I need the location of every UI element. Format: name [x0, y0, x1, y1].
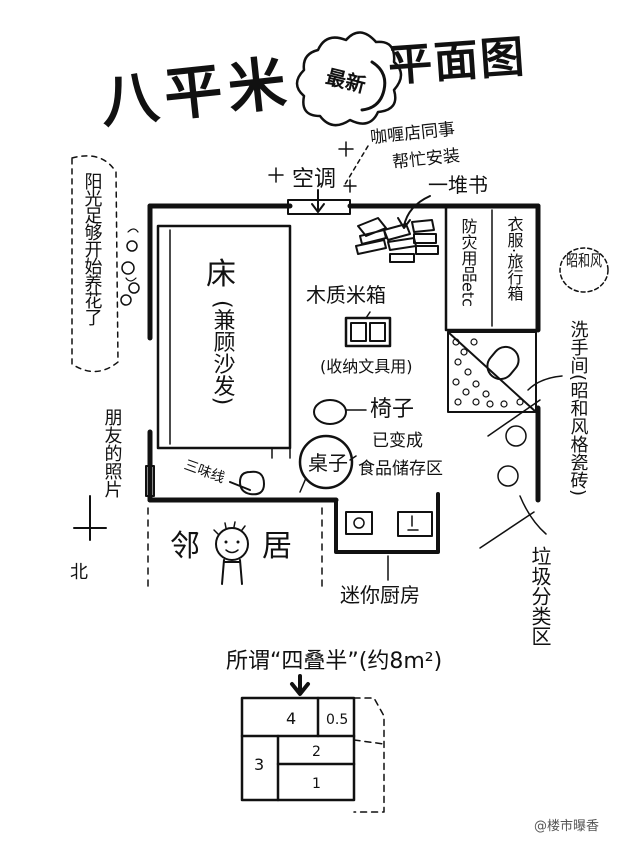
- wooden-box-label: 木质米箱: [306, 283, 386, 307]
- chair-label: 椅子: [370, 397, 414, 422]
- neighbor-label-a: 邻: [170, 529, 200, 564]
- desk-label: 桌子: [308, 451, 348, 475]
- books-arrow: [397, 195, 431, 229]
- cafe-note-line2: 帮忙安装: [391, 146, 461, 173]
- neighbor-person-icon: [213, 521, 249, 585]
- bed: 床 (兼顾沙发): [156, 224, 292, 459]
- closet-left-text: 防灾用品etc: [459, 218, 478, 307]
- showa-note: 昭和风: [559, 247, 609, 293]
- watermark: @楼市曝香: [534, 818, 599, 834]
- closet: 防灾用品etc 衣服·旅行箱: [444, 204, 540, 332]
- title-badge-text: 最新: [323, 64, 368, 97]
- desk: 桌子 已变成 食品储存区: [298, 431, 443, 493]
- yojo-cell-2: 2: [312, 744, 321, 760]
- chair: 椅子: [313, 397, 414, 425]
- friend-photos-note: 朋友的照片: [102, 408, 123, 498]
- title-main-a: 八平米: [97, 49, 295, 137]
- wooden-rice-box: 木质米箱 (收纳文具用): [306, 283, 413, 376]
- garbage-area: 垃圾分类区: [479, 399, 552, 646]
- food-area-line1: 已变成: [372, 431, 423, 451]
- bed-sublabel: (兼顾沙发): [210, 300, 236, 405]
- shamisen-label: 三味线: [182, 457, 227, 486]
- shamisen: 三味线: [182, 457, 265, 496]
- wall-photo: [145, 465, 155, 497]
- food-area-line2: 食品储存区: [358, 459, 443, 479]
- title-main-b: 平面图: [387, 31, 528, 92]
- yojo-cell-4: 4: [286, 709, 296, 728]
- books-label: 一堆书: [428, 173, 488, 197]
- book-pile: [355, 217, 439, 263]
- yojo-diagram: 4 0.5 3 2 1: [240, 696, 385, 813]
- washroom: [447, 331, 537, 413]
- bed-label: 床: [206, 257, 236, 292]
- yojo-cell-3: 3: [254, 755, 264, 774]
- north-label: 北: [70, 562, 88, 583]
- washroom-arrow: [527, 375, 563, 391]
- neighbor-label-b: 居: [262, 529, 292, 564]
- sparkle-decoration: [268, 141, 357, 193]
- title-cloud-badge: 最新: [295, 31, 403, 127]
- title-block: 八平米 最新 平面图: [97, 31, 528, 136]
- yojo-cell-1: 1: [312, 776, 321, 792]
- kitchen-label: 迷你厨房: [340, 583, 420, 607]
- flowers-decoration: [120, 228, 140, 306]
- yojo-arrow: [290, 674, 310, 696]
- sunshine-note-text: 阳光足够开始养花了: [82, 172, 103, 326]
- friend-photos-text: 朋友的照片: [102, 408, 123, 498]
- aircon-label: 空调: [292, 167, 336, 192]
- neighbor: 邻 居: [147, 507, 323, 589]
- sunshine-note: 阳光足够开始养花了: [71, 155, 119, 373]
- tile-pattern: [452, 338, 524, 408]
- mini-kitchen: 迷你厨房: [340, 511, 433, 607]
- storage-label: (收纳文具用): [320, 357, 413, 376]
- closet-right-text: 衣服·旅行箱: [505, 216, 524, 301]
- yojo-cell-05: 0.5: [326, 712, 348, 728]
- cafe-note-line1: 咖喱店同事: [369, 119, 456, 148]
- yojo-caption: 所谓“四叠半”(约8m²): [226, 649, 442, 674]
- toilet: [486, 345, 520, 381]
- showa-text: 昭和风: [566, 251, 602, 270]
- aircon-unit: [287, 199, 351, 215]
- north-indicator: 北: [70, 495, 107, 583]
- garbage-label: 垃圾分类区: [528, 546, 552, 646]
- washroom-label: 洗手间(昭和风格瓷砖): [568, 320, 589, 496]
